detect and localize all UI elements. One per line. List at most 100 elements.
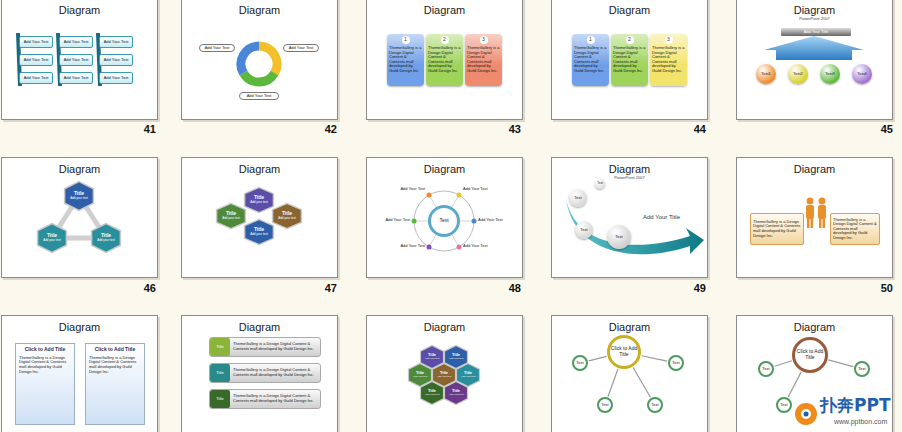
card-shape: 3ThemeGallery is a Design Digital Conten…	[465, 34, 502, 86]
slide-title: Diagram	[551, 157, 708, 176]
people-icons	[806, 198, 826, 229]
shape-text: ThemeGallery is a Design Digital Content…	[428, 46, 461, 74]
shape-text: Text	[780, 403, 787, 408]
shape-text: Text	[597, 182, 603, 185]
slide-panel: DiagramTitleAdd your textTitleAdd your t…	[1, 157, 158, 278]
shape-heading: Click to Add Title	[95, 347, 136, 353]
slide-panel: DiagramPowerPoint 2007TextTextTextText	[551, 157, 708, 278]
shape-text: ThemeGallery is a Design Digital Content…	[89, 356, 141, 374]
hexagon	[273, 204, 302, 229]
shape-text: Add your text	[250, 201, 268, 204]
connector	[633, 368, 650, 398]
shape-text: ThemeGallery is a Design Digital Content…	[652, 46, 685, 74]
row-shape: TitleThemeGallery is a Design Digital Co…	[209, 363, 321, 383]
slide-title: Diagram	[551, 0, 708, 17]
shape-text: Add your text	[425, 358, 440, 361]
circ-shape: Text	[569, 189, 587, 207]
watermark: 扑奔PPT	[820, 396, 898, 416]
circ-shape: Text1	[756, 64, 776, 84]
card-shape: 1ThemeGallery is a Design Digital Conten…	[387, 34, 424, 86]
slide-number: 45	[863, 123, 893, 136]
shape-text: Add Your Text	[64, 76, 89, 81]
slide-title: Diagram	[181, 157, 338, 176]
shape-text: Add your text	[437, 376, 452, 379]
circ-shape: Text	[575, 221, 593, 239]
box-shape: Add Your Text	[59, 54, 93, 66]
free-label: Add Your Text	[389, 187, 425, 192]
shape-heading: 3	[480, 36, 488, 44]
slide-title: Diagram	[181, 315, 338, 334]
shape-text: Click to Add Title	[610, 346, 638, 358]
slide-panel: DiagramPowerPoint 2007Add Your TitleText…	[736, 0, 893, 120]
tab-stripes	[16, 33, 102, 86]
free-label: Add Your Title	[643, 214, 695, 221]
slide-frame	[737, 158, 893, 278]
shape-heading: Title	[210, 390, 230, 408]
hex-shape: TitleAdd your text	[64, 181, 94, 211]
shape-text: Text	[858, 367, 865, 372]
box-shape: Add Your Text	[19, 72, 53, 84]
hexagon	[444, 381, 467, 404]
ringS-shape: Text	[854, 361, 870, 377]
slide-title: Diagram	[1, 0, 158, 17]
free-label: Add Your Text	[463, 244, 499, 249]
box-shape: Add Your Text	[59, 36, 93, 48]
shape-text: Add Your Text	[24, 58, 49, 63]
watermark: www.pptbon.com	[834, 418, 898, 426]
slide-panel: DiagramAdd Your TextAdd Your TextAdd You…	[181, 0, 338, 120]
connector	[788, 372, 801, 397]
shape-text: Click to Add Title	[795, 349, 825, 361]
ringS-shape: Text	[572, 355, 588, 371]
box-shape: Add Your Text	[19, 36, 53, 48]
slide-number: 49	[676, 282, 706, 295]
slide-frame	[367, 316, 523, 432]
slide-frame	[2, 158, 158, 278]
circ-shape: Text	[607, 225, 631, 249]
shape-text: Add your text	[449, 358, 464, 361]
slide-panel: DiagramTitleAdd your textTitleAdd your t…	[366, 315, 523, 432]
panel-shape: ThemeGallery is a Design Digital Content…	[750, 213, 804, 245]
slide-frame	[2, 0, 158, 120]
shape-text: Add Your Text	[24, 40, 49, 45]
shape-text: Add Your Text	[64, 40, 89, 45]
slide-frame	[2, 316, 158, 432]
slide-number: 41	[126, 123, 156, 136]
slide-number: 46	[126, 282, 156, 295]
shape-text: Add Your Text	[64, 58, 89, 63]
slide-frame	[552, 316, 708, 432]
slide-frame	[367, 158, 523, 278]
hexagon	[65, 182, 94, 211]
house-arrow	[764, 36, 864, 60]
card-shape: 3ThemeGallery is a Design Digital Conten…	[650, 34, 687, 86]
row-shape: TitleThemeGallery is a Design Digital Co…	[209, 389, 321, 409]
card-shape: 2ThemeGallery is a Design Digital Conten…	[611, 34, 648, 86]
hex-shape: TitleAdd your text	[216, 203, 246, 229]
shape-heading: 2	[441, 36, 449, 44]
slide-subtitle: PowerPoint 2007	[736, 17, 893, 22]
slide-title: Diagram	[1, 315, 158, 334]
slide-panel: DiagramClick to Add TitleTextTextTextTex…	[551, 315, 708, 432]
shape-heading: 1	[587, 36, 595, 44]
shape-text: Add Your Text	[205, 46, 230, 51]
hex-shape: TitleAdd your text	[244, 187, 274, 213]
hexagon	[217, 204, 246, 229]
shape-text: Add Your Text	[289, 46, 314, 51]
shape-text: ThemeGallery is a Design Digital Content…	[833, 218, 877, 241]
free-label: Add Your Text	[376, 218, 410, 223]
slide-subtitle: PowerPoint 2007	[551, 176, 708, 181]
slide-number: 48	[491, 282, 521, 295]
slide-panel: DiagramAdd Your TextAdd Your TextAdd You…	[1, 0, 158, 120]
panel-shape: ThemeGallery is a Design Digital Content…	[830, 213, 880, 245]
hexagon	[38, 224, 67, 253]
ringS-shape: Text	[758, 361, 774, 377]
shape-heading: Click to Add Title	[25, 347, 66, 353]
shape-text: Add Your Text	[247, 94, 272, 99]
free-label: Add Your Text	[463, 187, 499, 192]
connector	[775, 361, 792, 367]
shape-text: Text	[574, 196, 581, 201]
hex-shape: TitleAdd your text	[444, 381, 468, 405]
shape-text: Add your text	[425, 394, 440, 397]
shape-text: Add your text	[449, 394, 464, 397]
watermark-icon	[795, 403, 817, 425]
slide-panel: DiagramTitleAdd your textTitleAdd your t…	[181, 157, 338, 278]
